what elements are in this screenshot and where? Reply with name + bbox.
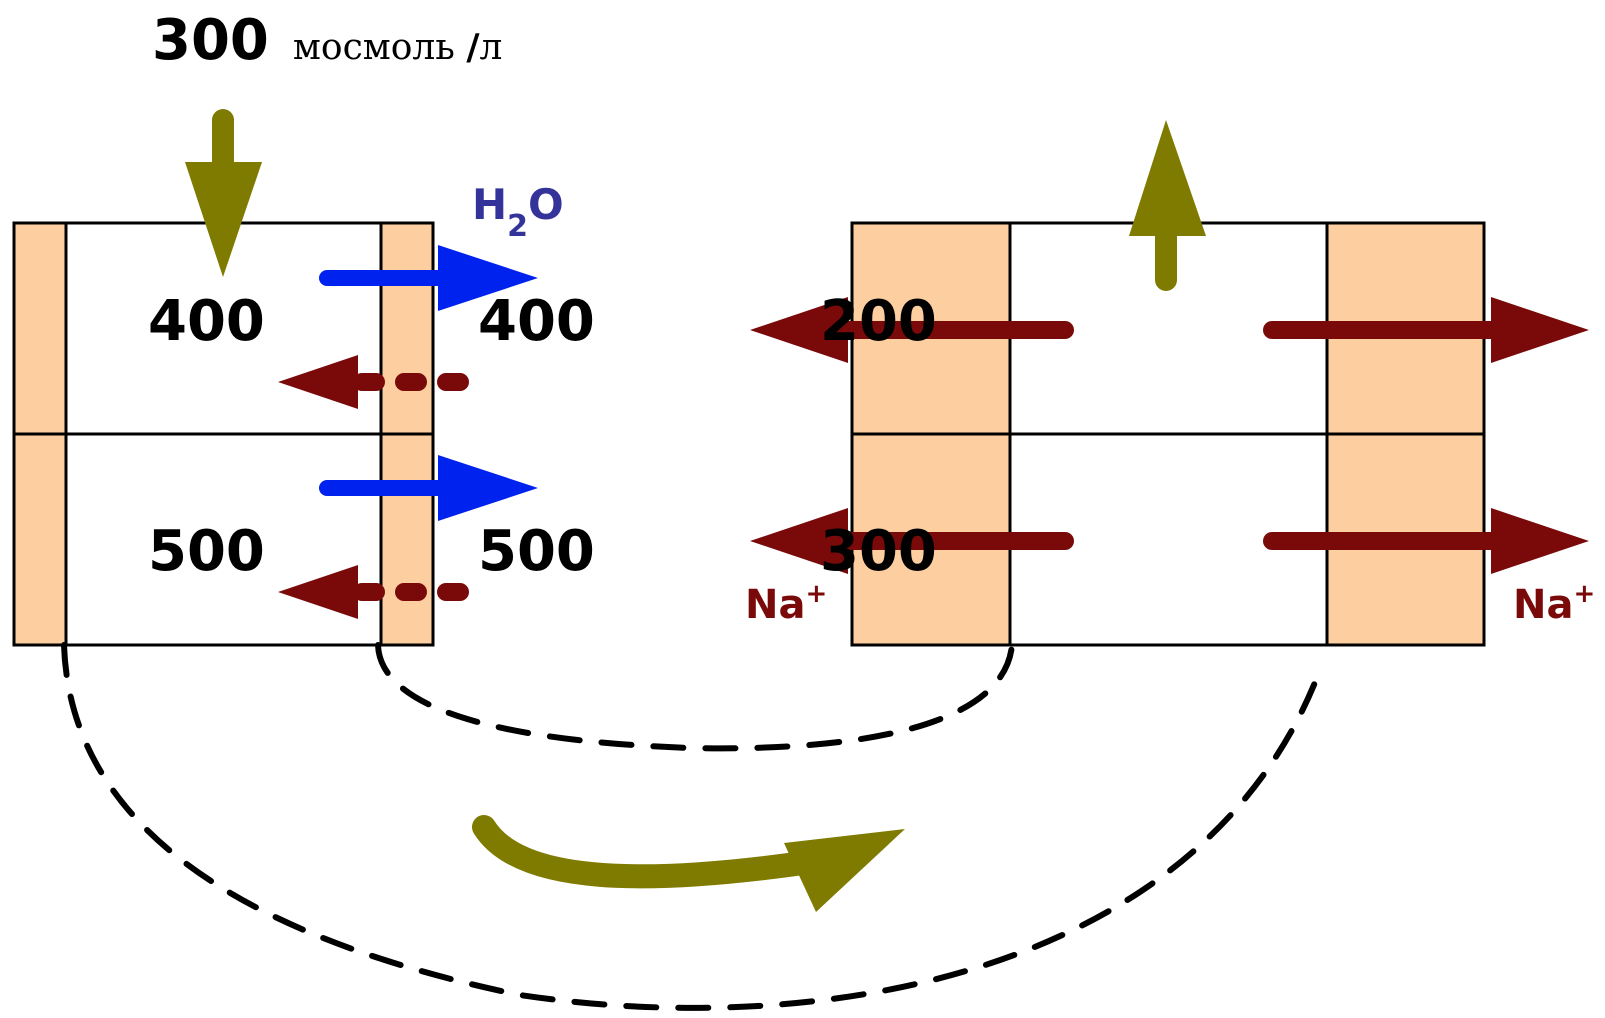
left-upper-outside-value: 400 <box>478 289 595 354</box>
sodium-label-right-sup: + <box>1573 579 1595 609</box>
sodium-label-left-base: Na <box>745 582 805 628</box>
water-label-o: O <box>528 180 564 229</box>
inflow-down-arrow <box>185 109 262 277</box>
water-label: H2O <box>472 180 564 244</box>
inflow-unit-slash: / <box>466 27 480 68</box>
loop-flow-curved-arrow <box>472 815 905 912</box>
inflow-value: 300 <box>152 8 269 73</box>
sodium-dotted-arrow-upper <box>278 355 487 409</box>
inner-loop-dashed-connector <box>375 642 1015 752</box>
right-lower-value: 300 <box>820 519 937 584</box>
water-label-h: H <box>472 180 507 229</box>
sodium-label-right-base: Na <box>1513 582 1573 628</box>
sodium-arrow-left-upper <box>750 297 1074 363</box>
inflow-unit: мосмоль <box>293 27 466 68</box>
sodium-arrow-right-upper <box>1263 297 1589 363</box>
water-arrow-lower <box>319 455 538 521</box>
right-tube <box>850 221 1486 647</box>
inflow-unit-tail: л <box>480 27 503 68</box>
sodium-arrow-right-lower <box>1263 508 1589 574</box>
sodium-label-left: Na+ <box>745 579 827 628</box>
water-arrow-upper <box>319 245 538 311</box>
sodium-label-right: Na+ <box>1513 579 1595 628</box>
left-lower-outside-value: 500 <box>478 519 595 584</box>
inflow-label: 300 мосмоль /л <box>152 8 502 73</box>
outer-loop-dashed-connector <box>61 642 1321 1011</box>
left-upper-inside-value: 400 <box>148 289 265 354</box>
left-tube <box>12 221 435 647</box>
outflow-up-arrow <box>1129 120 1206 291</box>
water-label-subscript: 2 <box>507 209 528 244</box>
sodium-arrow-left-lower <box>750 508 1074 574</box>
left-lower-inside-value: 500 <box>148 519 265 584</box>
sodium-label-left-sup: + <box>805 579 827 609</box>
sodium-dotted-arrow-lower <box>278 565 487 619</box>
right-upper-value: 200 <box>820 289 937 354</box>
